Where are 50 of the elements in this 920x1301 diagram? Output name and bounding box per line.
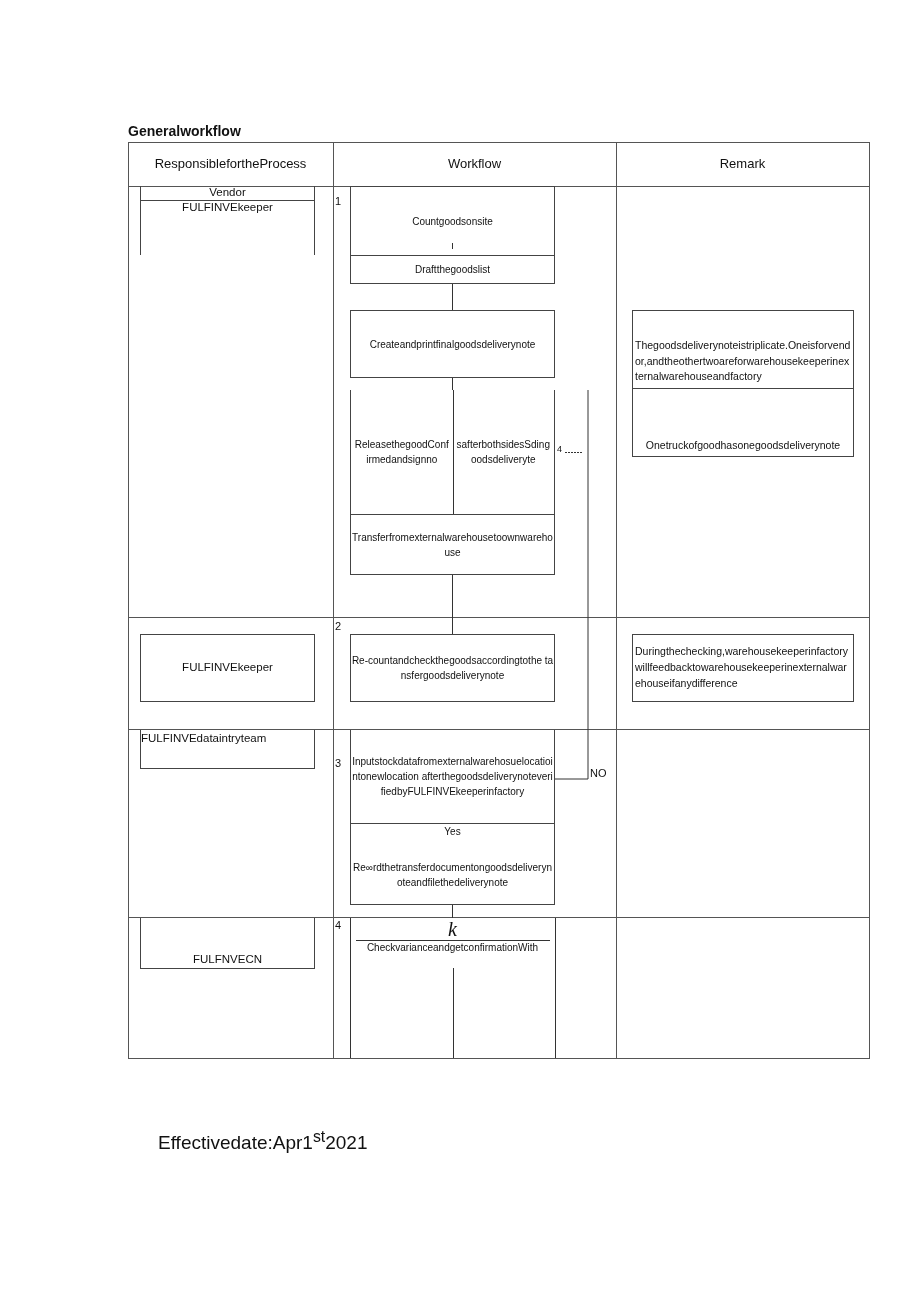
- remark-box: [632, 634, 854, 702]
- step-number: 1: [335, 195, 342, 207]
- symbol-text: k: [355, 918, 550, 941]
- role-box: [140, 634, 315, 702]
- role-name: Vendor: [141, 186, 314, 201]
- process-text: safterbothsidesSdingoodsdeliveryte: [455, 438, 551, 467]
- process-text: Inputstockdatafromexternalwarehosuelocatiointonewlocation afterthegoodsdeliverynoteverifiedbyFULFINVEkeeperinfactory: [351, 755, 554, 799]
- process-box: [350, 186, 555, 256]
- column-header: Workflow: [446, 156, 503, 171]
- process-box: [350, 730, 555, 824]
- process-box: [350, 514, 555, 575]
- process-text: Re-countandcheckthegoodsaccordingtothe tansfergoodsdeliverynote: [351, 654, 554, 683]
- connector-line: [452, 377, 453, 391]
- branch-label: Yes: [444, 825, 461, 839]
- role-name: FULFINVEkeeper: [181, 200, 274, 215]
- edge-label: NO: [590, 767, 607, 779]
- role-box: [140, 918, 315, 969]
- process-text: Draftthegoodslist: [414, 263, 490, 277]
- connector-line: [452, 283, 453, 311]
- step-number: 2: [335, 620, 342, 632]
- process-text: Re∞rdthetransferdocumentongoodsdeliverynoteandfilethedeliverynote: [352, 861, 553, 890]
- remark-box: [632, 310, 854, 389]
- role-box: [140, 186, 315, 255]
- title: Generalworkflow: [128, 123, 241, 139]
- connector-line: [553, 389, 589, 780]
- process-text: ReleasethegoodConfirmedandsignno: [354, 438, 450, 467]
- remark-text: Duringthechecking,warehousekeeperinfactorywillfeedbacktowarehousekeeperinexternalwarehouseifanydifference: [634, 644, 850, 691]
- step-number: 4: [335, 919, 342, 931]
- process-box: [350, 823, 555, 905]
- remark-text: Onetruckofgoodhasonegoodsdeliverynote: [644, 438, 842, 454]
- step-number: 3: [335, 757, 342, 769]
- role-name: FULFNVECN: [193, 951, 262, 967]
- column-header: Remark: [718, 156, 767, 171]
- process-box: [350, 390, 555, 515]
- role-name: FULFINVEkeeper: [182, 660, 273, 676]
- process-text: Createandprintfinalgoodsdeliverynote: [369, 337, 536, 352]
- process-box: [350, 255, 555, 284]
- connector-line: [452, 574, 453, 635]
- role-box: [140, 730, 315, 769]
- role-name: FULFINVEdataintryteam: [141, 731, 267, 746]
- process-text: Countgoodsonsite: [412, 214, 493, 229]
- connector-line: [452, 904, 453, 919]
- remark-text: Thegoodsdeliverynoteistriplicate.Oneisforvendor,andtheothertwoareforwarehousekeeperinexternalwarehouseandfactory: [634, 337, 852, 385]
- process-box: [350, 310, 555, 378]
- process-text: Transferfromexternalwarehousetoownwarehouse: [351, 530, 554, 560]
- process-text: CheckvarianceandgetconfirmationWith: [366, 941, 539, 955]
- remark-box: [632, 388, 854, 457]
- column-header: ResponsiblefortheProcess: [153, 156, 308, 171]
- effective-date: Effectivedate:Apr1$^{st}$2021: [158, 1128, 368, 1155]
- process-box: [350, 634, 555, 702]
